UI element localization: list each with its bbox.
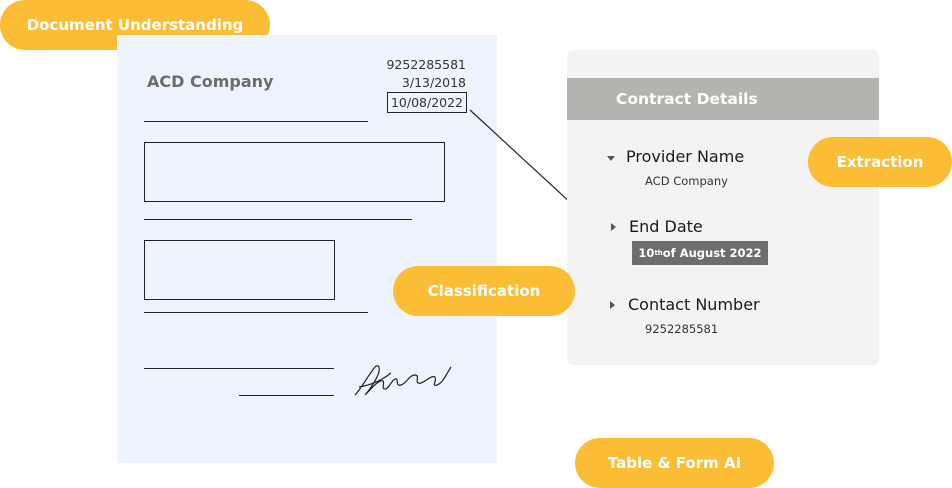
contract-details-panel: Contract Details Provider Name ACD Compa… xyxy=(567,50,879,365)
document-page: ACD Company 9252285581 3/13/2018 10/08/2… xyxy=(117,35,497,463)
document-line xyxy=(144,312,368,313)
expand-icon[interactable] xyxy=(611,223,616,231)
document-line xyxy=(239,395,334,396)
provider-name-value: ACD Company xyxy=(645,174,728,188)
contact-number-value: 9252285581 xyxy=(645,322,719,336)
contact-number-label: Contact Number xyxy=(628,295,760,314)
document-date-1: 3/13/2018 xyxy=(401,75,466,90)
extraction-label: Extraction xyxy=(836,153,924,171)
end-date-day: 10 xyxy=(638,246,655,260)
collapse-icon[interactable] xyxy=(607,156,615,161)
document-understanding-label: Document Understanding xyxy=(26,16,244,34)
signature-icon xyxy=(354,365,452,396)
document-line xyxy=(144,121,368,122)
document-line xyxy=(144,368,334,369)
classification-label: Classification xyxy=(427,282,541,300)
provider-name-label: Provider Name xyxy=(626,147,745,166)
end-date-label: End Date xyxy=(629,217,703,236)
document-line xyxy=(144,219,412,220)
document-field-box xyxy=(144,240,335,300)
extraction-pill[interactable]: Extraction xyxy=(808,137,952,187)
panel-header: Contract Details xyxy=(567,78,879,120)
expand-icon[interactable] xyxy=(610,301,615,309)
classification-pill[interactable]: Classification xyxy=(393,266,575,316)
end-date-rest: of August 2022 xyxy=(662,246,762,260)
document-phone: 9252285581 xyxy=(386,57,466,72)
panel-title: Contract Details xyxy=(616,90,758,108)
document-company: ACD Company xyxy=(147,72,274,91)
table-form-ai-label: Table & Form AI xyxy=(607,454,742,472)
document-field-box xyxy=(144,142,445,202)
table-form-ai-pill[interactable]: Table & Form AI xyxy=(575,438,774,488)
document-date-2: 10/08/2022 xyxy=(387,92,467,113)
